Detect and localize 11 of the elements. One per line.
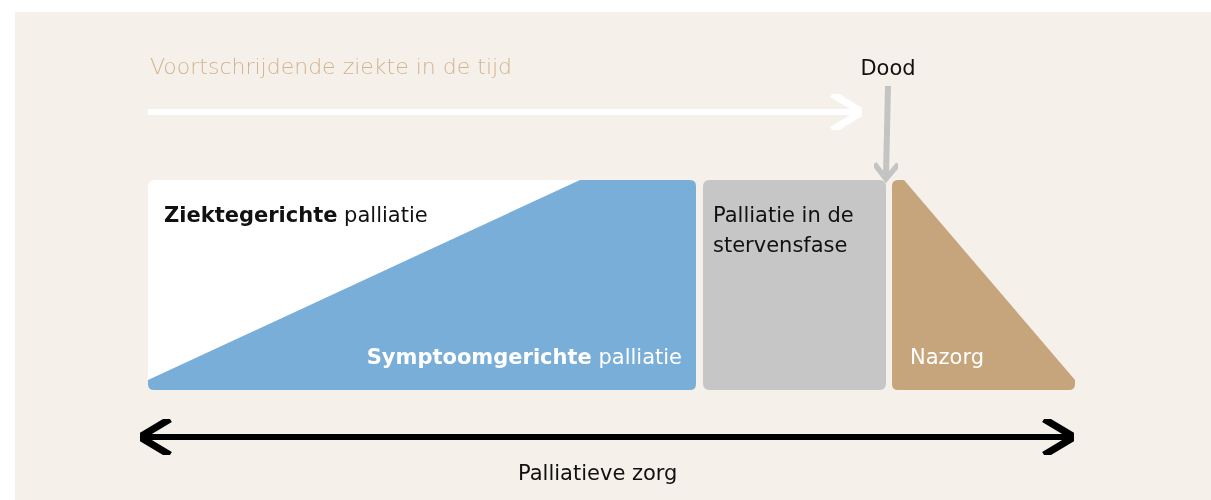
phase-title: Palliatie in de stervensfase xyxy=(713,202,855,259)
phase-block xyxy=(148,180,696,390)
phase-title: Nazorg xyxy=(910,344,985,371)
phase-box xyxy=(703,180,886,390)
span-label: Palliatieve zorg xyxy=(518,460,678,487)
aftercare-ramp xyxy=(892,180,1075,390)
arrow xyxy=(871,85,901,182)
phase-title: Symptoomgerichte palliatie xyxy=(366,344,682,371)
timeline-label: Voortschrijdende ziekte in de tijd xyxy=(150,53,513,81)
phase-title: Ziektegerichte palliatie xyxy=(164,202,428,229)
event-label: Dood xyxy=(852,52,924,84)
